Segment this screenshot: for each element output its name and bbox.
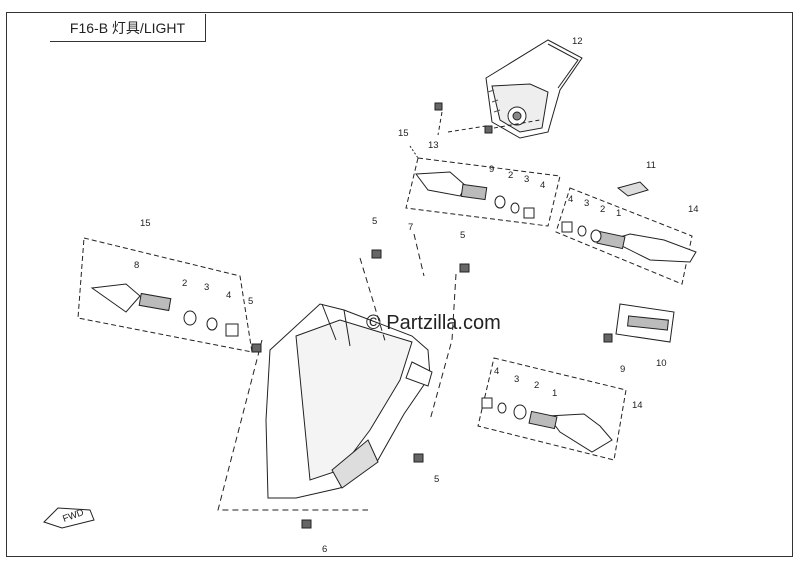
watermark: © Partzilla.com xyxy=(366,312,501,334)
callout-13: 13 xyxy=(428,140,439,151)
callout-5: 5 xyxy=(434,474,439,485)
bolt xyxy=(413,453,424,463)
callout-5: 5 xyxy=(248,296,253,307)
callout-4: 4 xyxy=(568,194,573,205)
headlight-housing xyxy=(265,303,433,499)
callout-9: 9 xyxy=(620,364,625,375)
callout-4: 4 xyxy=(226,290,231,301)
callout-5: 5 xyxy=(372,216,377,227)
diagram-frame xyxy=(6,12,793,557)
callout-3: 3 xyxy=(524,174,529,185)
turn-signal-stem xyxy=(460,183,488,201)
tail-light-assembly xyxy=(485,39,583,139)
callout-3: 3 xyxy=(584,198,589,209)
turn-signal-lens xyxy=(415,171,467,197)
callout-3: 3 xyxy=(514,374,519,385)
callout-6: 6 xyxy=(322,544,327,555)
bolt xyxy=(459,263,470,273)
turn-signal-lens xyxy=(608,233,697,263)
callout-12: 12 xyxy=(572,36,583,47)
turn-signal-stem xyxy=(138,292,172,312)
callout-1: 1 xyxy=(616,208,621,219)
bracket-part xyxy=(616,181,649,197)
callout-8: 8 xyxy=(134,260,139,271)
callout-4: 4 xyxy=(494,366,499,377)
bolt xyxy=(251,343,262,353)
nut xyxy=(603,333,613,343)
callout-2: 2 xyxy=(508,170,513,181)
forward-arrow-icon xyxy=(43,507,95,529)
callout-7: 7 xyxy=(408,222,413,233)
callout-4: 4 xyxy=(540,180,545,191)
screw xyxy=(434,102,493,134)
callout-10: 10 xyxy=(656,358,667,369)
turn-signal-stem xyxy=(528,410,558,430)
callout-labels: 12 13 15 9 2 3 4 11 4 3 2 1 14 15 8 2 3 … xyxy=(61,36,698,555)
callout-9: 9 xyxy=(489,164,494,175)
callout-2: 2 xyxy=(534,380,539,391)
callout-5: 5 xyxy=(460,230,465,241)
callout-14: 14 xyxy=(688,204,699,215)
bolt xyxy=(301,519,312,529)
turn-signal-lens xyxy=(90,283,141,313)
turn-signal-lens xyxy=(547,413,613,453)
callout-2: 2 xyxy=(182,278,187,289)
callout-1: 1 xyxy=(552,388,557,399)
callout-15: 15 xyxy=(398,128,409,139)
callout-15: 15 xyxy=(140,218,151,229)
diagram-title: F16-B 灯具/LIGHT xyxy=(50,14,206,42)
callout-11: 11 xyxy=(646,160,656,171)
callout-14: 14 xyxy=(632,400,643,411)
bolt xyxy=(371,249,382,259)
callout-3: 3 xyxy=(204,282,209,293)
callout-2: 2 xyxy=(600,204,605,215)
